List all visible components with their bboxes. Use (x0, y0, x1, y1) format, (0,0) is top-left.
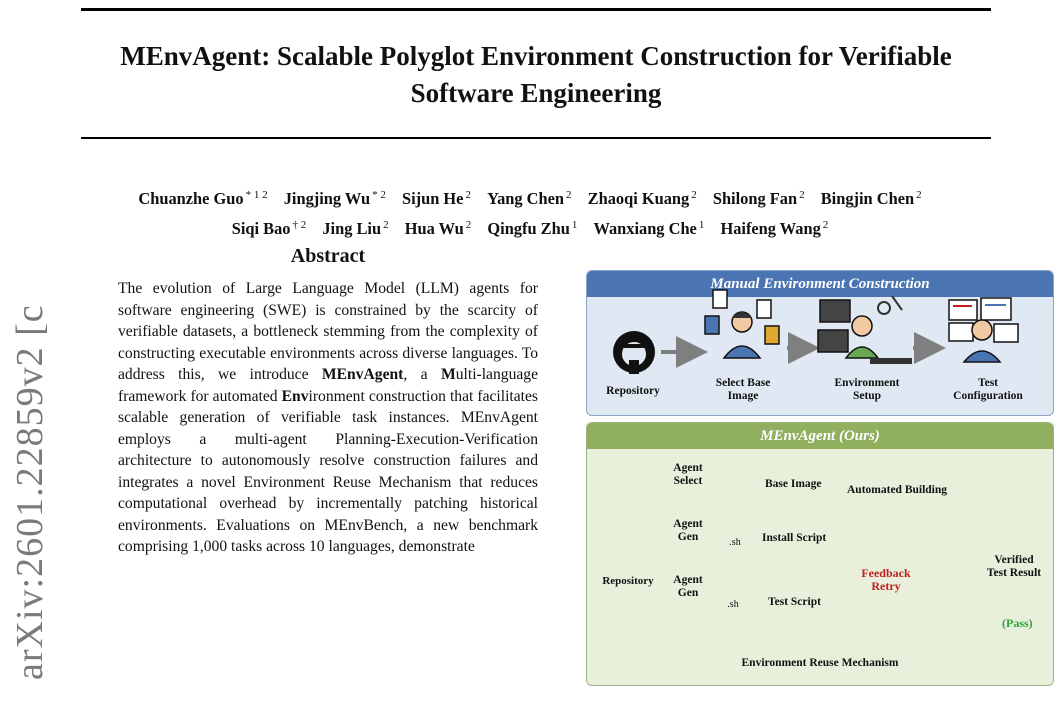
manual-repository-label: Repository (606, 385, 660, 397)
test-configuration-icon (948, 297, 1019, 363)
person-computer-icon (817, 295, 912, 364)
author-affiliation: 1 (571, 219, 578, 231)
author-name: Zhaoqi Kuang (587, 189, 690, 208)
environment-setup-label: Environment Setup (834, 377, 900, 402)
feedback-retry-label: Feedback Retry (861, 566, 911, 593)
person-documents-icon (704, 289, 780, 359)
author-affiliation: * 1 2 (245, 189, 268, 201)
author-name: Jing Liu (322, 219, 382, 238)
verified-test-result-label: Verified Test Result (986, 554, 1042, 579)
abstract-body: The evolution of Large Language Model (L… (118, 280, 539, 555)
ours-repository-label: Repository (602, 575, 654, 587)
author-affiliation: 2 (465, 189, 471, 201)
author-affiliation: 2 (916, 189, 922, 201)
pass-label: (Pass) (1002, 616, 1033, 630)
author-affiliation: 2 (822, 219, 829, 231)
agent-gen-label-1: Agent Gen (673, 518, 703, 543)
author-list: Chuanzhe Guo* 1 2 Jingjing Wu* 2 Sijun H… (60, 182, 1000, 242)
author-name: Jingjing Wu (283, 189, 371, 208)
base-image-label: Base Image (765, 478, 822, 490)
author-name: Haifeng Wang (720, 219, 821, 238)
reuse-mechanism-label: Environment Reuse Mechanism (741, 657, 899, 669)
manual-panel-header: Manual Environment Construction (587, 271, 1053, 297)
paper-title: MEnvAgent: Scalable Polyglot Environment… (81, 38, 991, 112)
author-affiliation: 2 (566, 189, 572, 201)
select-base-image-label: Select Base Image (715, 377, 771, 402)
test-script-label: Test Script (768, 596, 821, 608)
automated-building-label: Automated Building (847, 484, 948, 496)
author-name: Sijun He (401, 189, 464, 208)
author-name: Shilong Fan (712, 189, 798, 208)
author-affiliation: 2 (691, 189, 697, 201)
author-entry: Siqi Bao† 2 (232, 219, 307, 238)
author-name: Siqi Bao (231, 219, 291, 238)
author-affiliation: 2 (799, 189, 805, 201)
sh-file-label-1: .sh (729, 537, 741, 548)
top-rule (81, 8, 991, 11)
menvagent-panel: MEnvAgent (Ours) (586, 422, 1054, 686)
agent-gen-label-2: Agent Gen (673, 574, 703, 599)
author-name: Yang Chen (487, 189, 565, 208)
sh-file-label-2: .sh (727, 599, 739, 610)
install-script-label: Install Script (762, 532, 827, 544)
title-line-1: MEnvAgent: Scalable Polyglot Environment… (120, 41, 952, 71)
author-name: Chuanzhe Guo (138, 189, 244, 208)
author-affiliation: 1 (698, 219, 705, 231)
author-name: Bingjin Chen (820, 189, 915, 208)
author-name: Hua Wu (404, 219, 464, 238)
github-icon (613, 331, 655, 374)
author-affiliation: † 2 (292, 219, 307, 231)
author-name: Wanxiang Che (593, 219, 697, 238)
test-configuration-label: Test Configuration (953, 377, 1023, 402)
title-bottom-rule (81, 137, 991, 139)
author-affiliation: * 2 (372, 189, 386, 201)
author-affiliation: 2 (383, 219, 389, 231)
author-entry: Jingjing Wu* 2 (284, 189, 386, 208)
title-line-2: Software Engineering (410, 78, 662, 108)
menvagent-panel-header: MEnvAgent (Ours) (587, 423, 1053, 449)
abstract-heading: Abstract (290, 245, 366, 267)
author-name: Qingfu Zhu (487, 219, 570, 238)
author-affiliation: 2 (465, 219, 472, 231)
author-entry: Chuanzhe Guo* 1 2 (138, 189, 267, 208)
agent-select-label: Agent Select (673, 462, 703, 487)
